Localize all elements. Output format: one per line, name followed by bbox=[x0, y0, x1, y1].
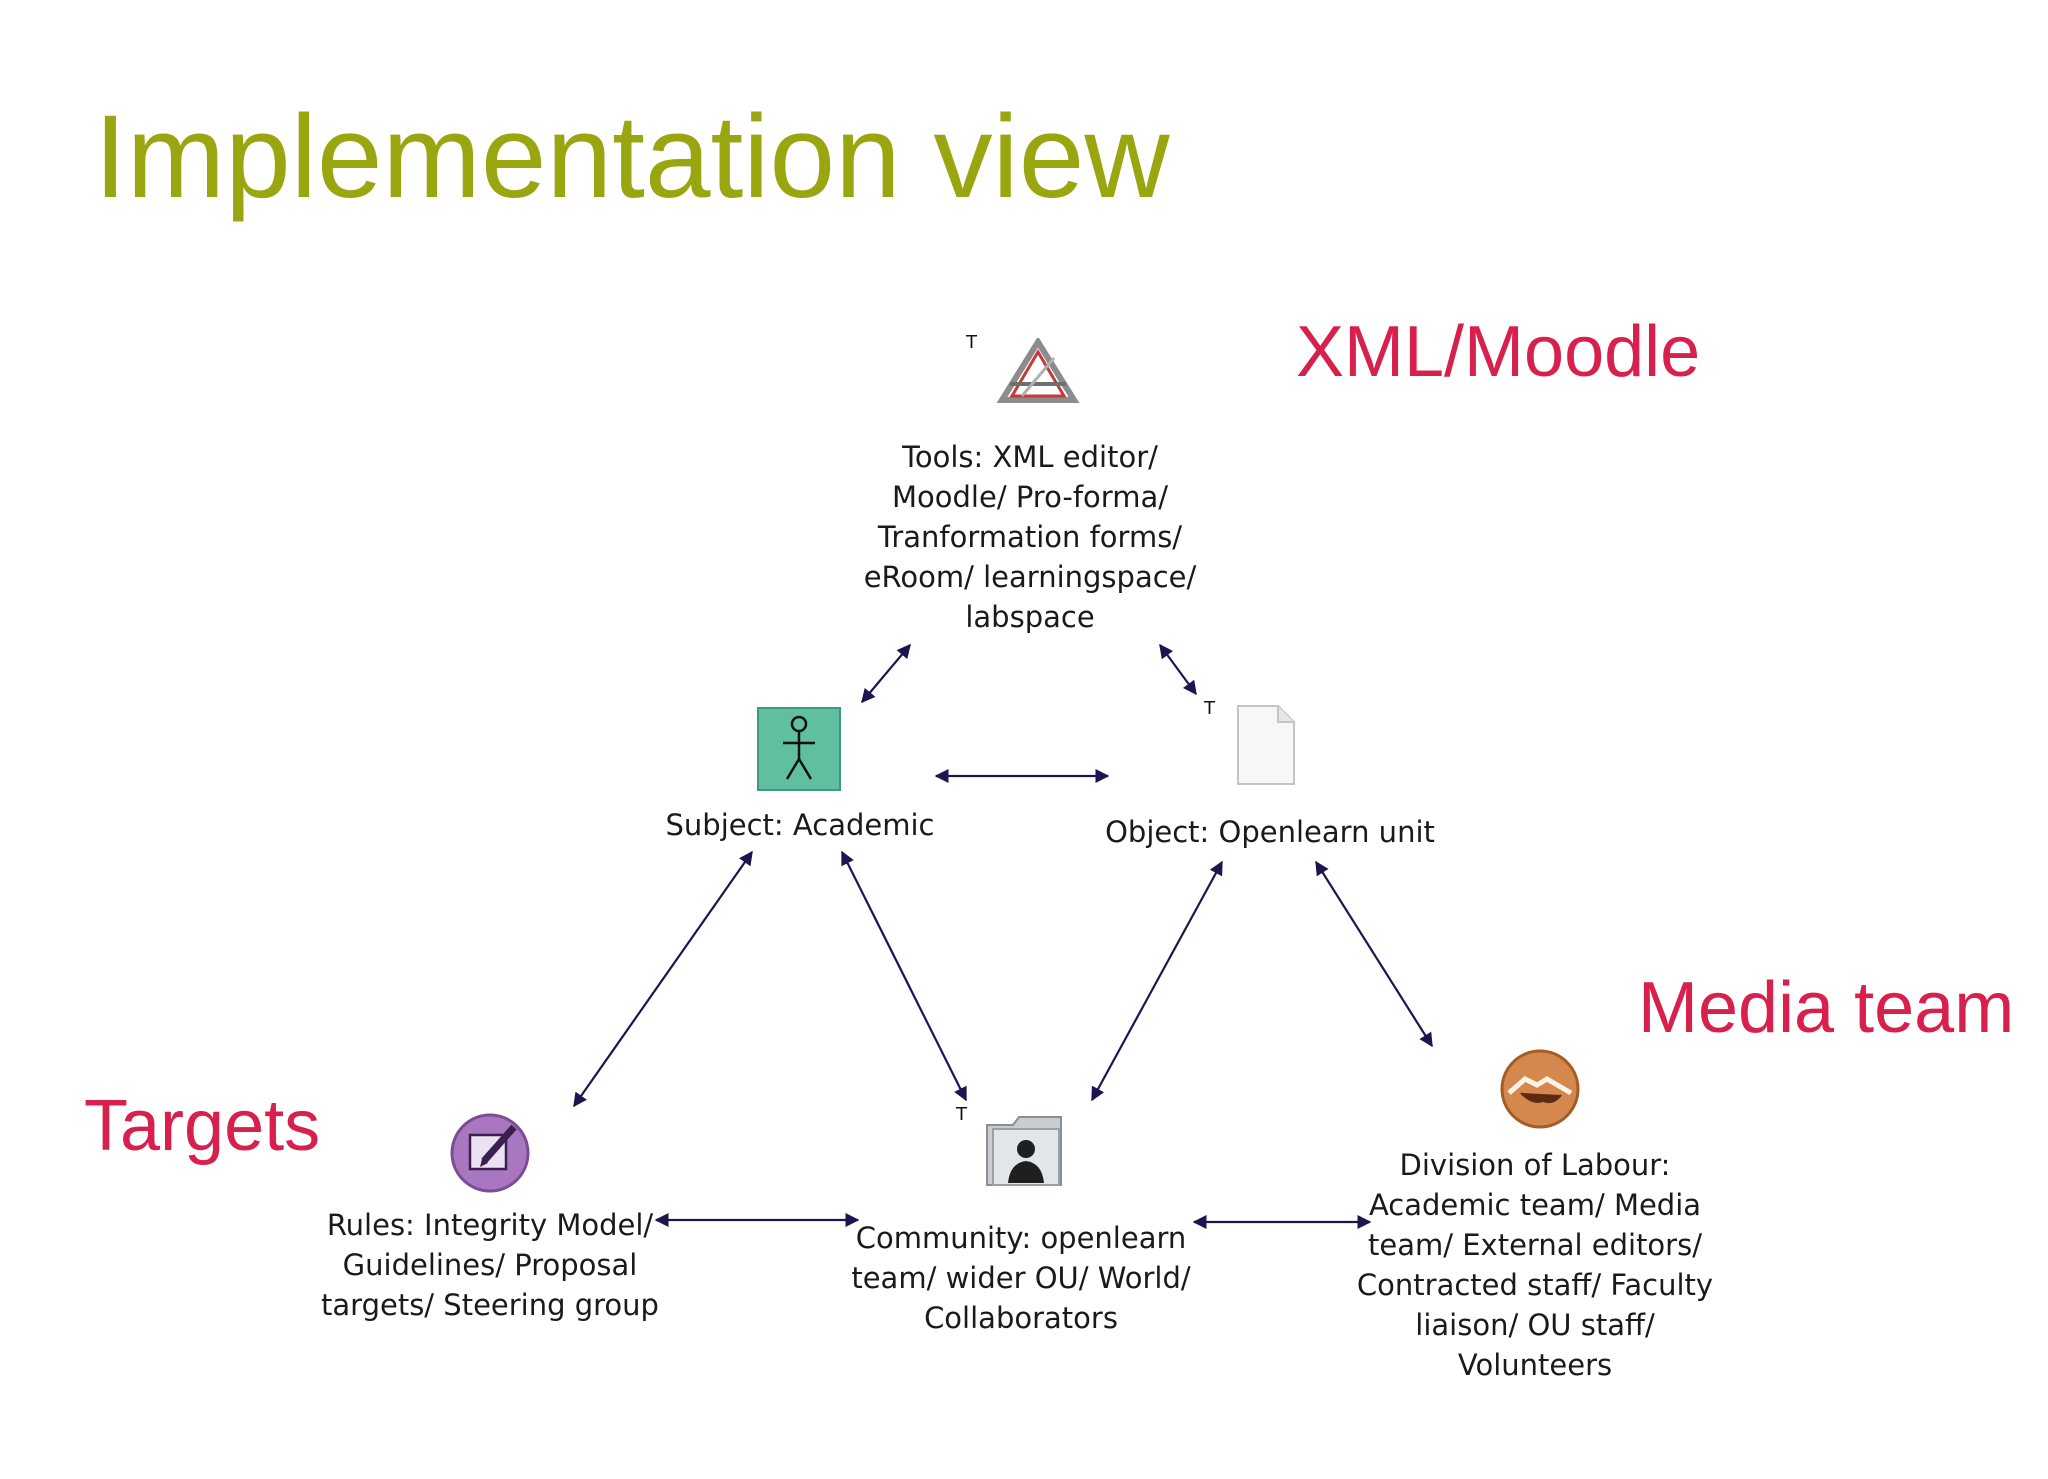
arrow-subject-community bbox=[841, 850, 967, 1102]
user-folder-icon bbox=[986, 1116, 1062, 1186]
handshake-icon bbox=[1500, 1049, 1580, 1129]
object-label: Object: Openlearn unit bbox=[1105, 815, 1435, 849]
community-label: Community: openlearn team/ wider OU/ Wor… bbox=[851, 1221, 1191, 1335]
note-pencil-icon bbox=[450, 1113, 530, 1193]
t-marker: T bbox=[956, 1104, 967, 1125]
subject-label: Subject: Academic bbox=[665, 808, 935, 842]
arrow-object-community bbox=[1091, 860, 1223, 1102]
annotation-targets: Targets bbox=[84, 1086, 321, 1166]
t-marker: T bbox=[966, 332, 977, 353]
arrow-object-division bbox=[1315, 860, 1433, 1048]
annotation-xml-moodle: XML/Moodle bbox=[1296, 312, 1701, 392]
tools-label: Tools: XML editor/ Moodle/ Pro-forma/ Tr… bbox=[863, 440, 1197, 634]
t-marker: T bbox=[1204, 698, 1215, 719]
slide-title: Implementation view bbox=[94, 91, 1170, 223]
arrow-subject-rules bbox=[573, 850, 753, 1108]
stick-figure-icon bbox=[757, 707, 841, 791]
rules-label: Rules: Integrity Model/ Guidelines/ Prop… bbox=[321, 1208, 659, 1322]
arrow-tools-object bbox=[1159, 643, 1197, 696]
document-icon bbox=[1237, 705, 1295, 785]
division-label: Division of Labour: Academic team/ Media… bbox=[1356, 1148, 1714, 1382]
triangle-tool-icon bbox=[996, 338, 1080, 403]
arrow-tools-subject bbox=[861, 643, 911, 704]
annotation-media-team: Media team bbox=[1638, 968, 2015, 1048]
